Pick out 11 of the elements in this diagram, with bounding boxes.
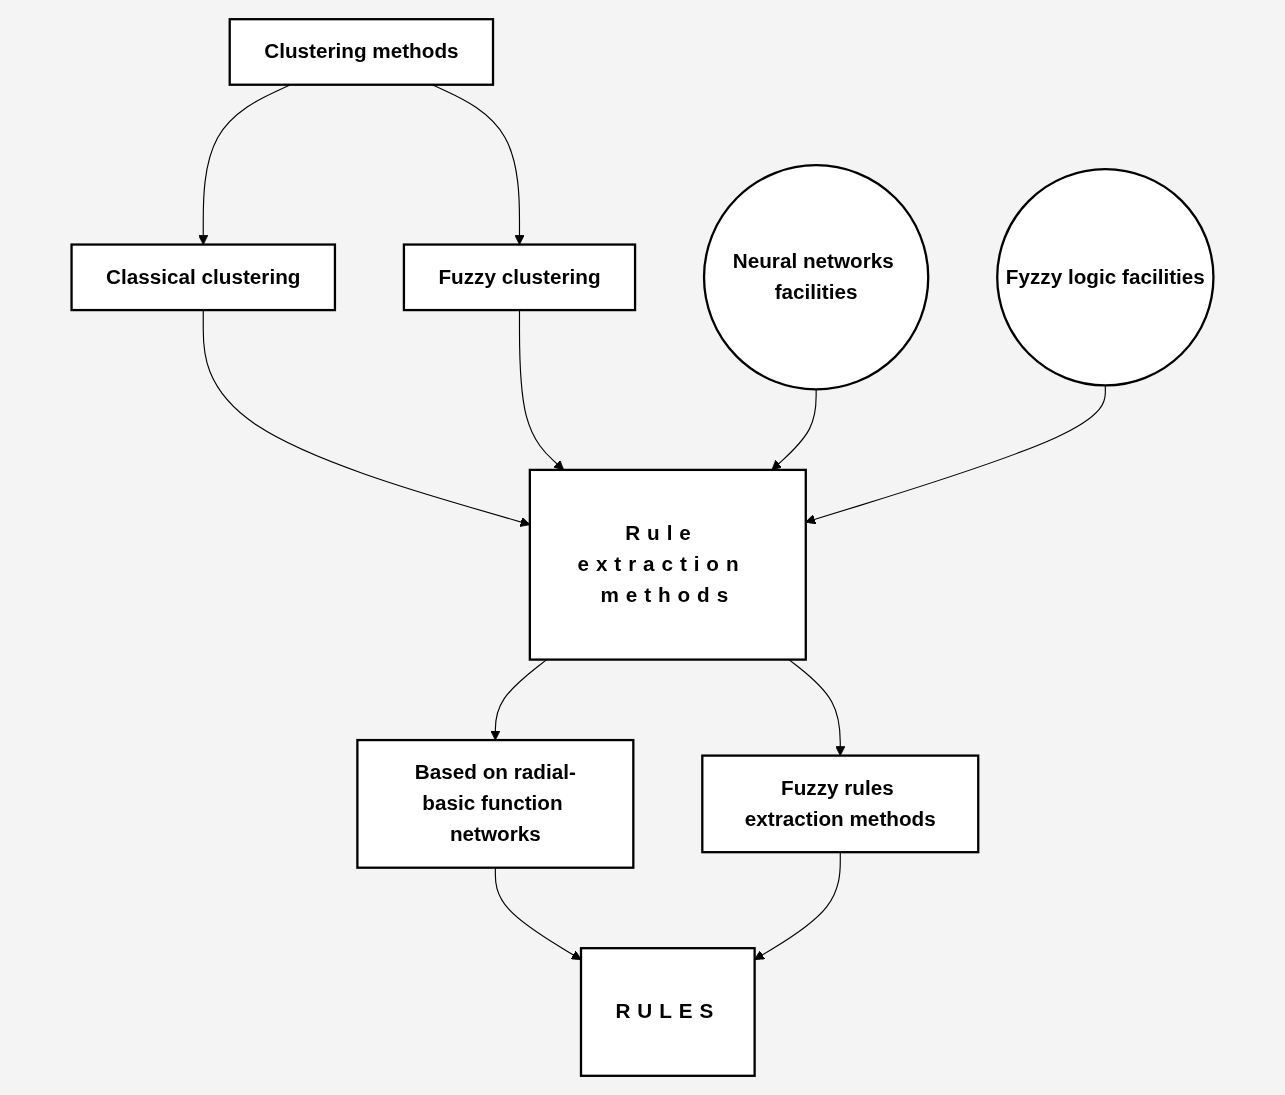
node-box: Fuzzy clustering bbox=[402, 243, 637, 312]
node-circle: Fyzzy logic facilities bbox=[996, 168, 1215, 387]
node-box: Rule extraction methods bbox=[528, 468, 807, 661]
node-box: Clustering methods bbox=[228, 18, 495, 86]
node-circle: Neural networks facilities bbox=[702, 164, 930, 391]
node-box: Classical clustering bbox=[70, 243, 337, 312]
node-box: Based on radial-basic function networks bbox=[356, 738, 635, 869]
arrow bbox=[494, 867, 582, 961]
node-box: RULES bbox=[579, 947, 756, 1077]
arrow bbox=[490, 659, 548, 741]
node-box: Fuzzy rules extraction methods bbox=[701, 754, 980, 854]
